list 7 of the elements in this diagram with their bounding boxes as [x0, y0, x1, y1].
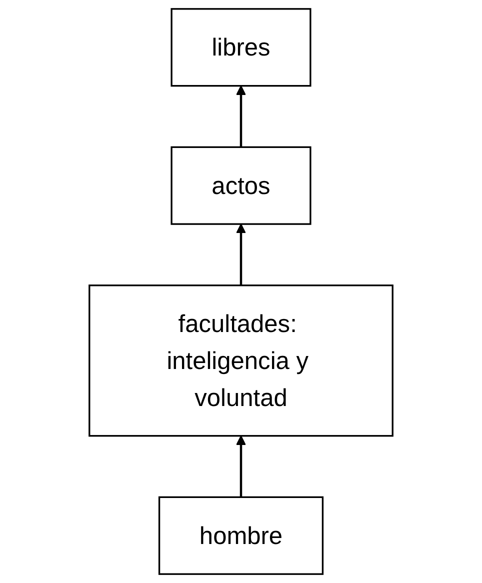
- arrow: [236, 224, 246, 286]
- arrow: [236, 85, 246, 148]
- text-box: actos: [170, 146, 312, 225]
- text-box: facultades: inteligencia y voluntad: [88, 284, 394, 437]
- arrow: [236, 435, 246, 498]
- text-box: hombre: [158, 496, 324, 575]
- text-box: libres: [170, 8, 312, 87]
